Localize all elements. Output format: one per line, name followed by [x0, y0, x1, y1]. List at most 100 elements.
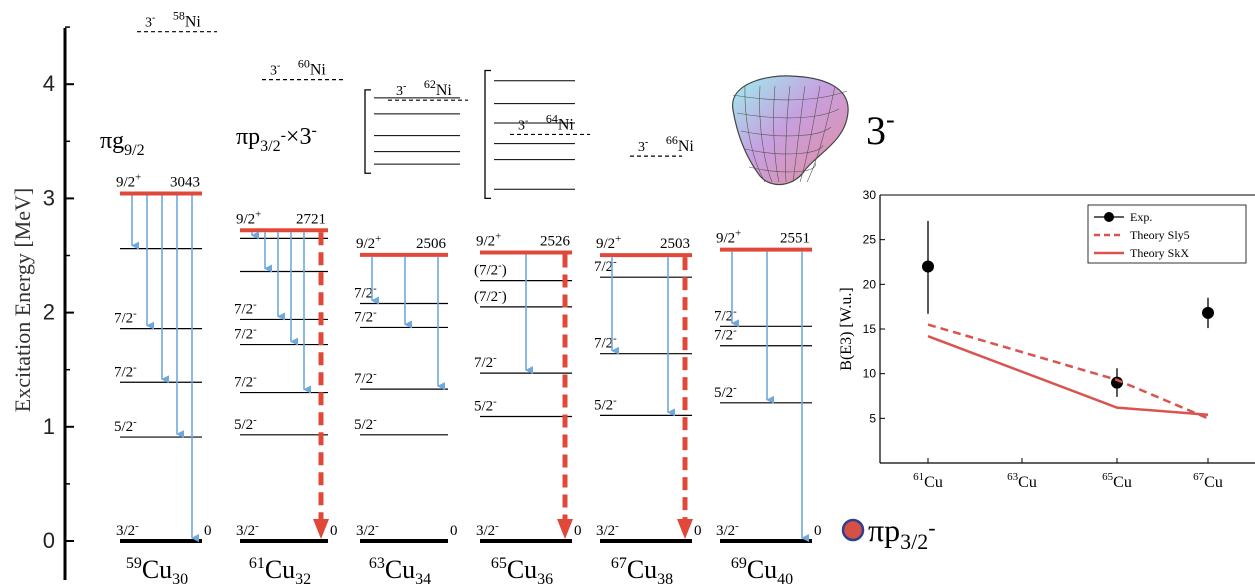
legend-label: Theory Sly5 [1130, 228, 1190, 242]
series-theory-skx [927, 334, 1209, 417]
mesh-line [736, 108, 840, 119]
inset-y-tick-label: 15 [863, 322, 877, 336]
exp-point-67Cu [1202, 306, 1214, 319]
level-spin: 7/2- [714, 325, 737, 344]
inset-y-tick-label: 30 [863, 188, 877, 202]
level-spin: 7/2- [234, 372, 257, 391]
g92-state-spin: 9/2+ [476, 231, 501, 250]
level-spin: 7/2- [714, 305, 737, 324]
mesh-line [744, 144, 824, 155]
level-spin: 7/2- [354, 368, 377, 387]
ground-state-energy: 0 [450, 523, 458, 539]
y-tick-label: 2 [43, 300, 55, 325]
multiplet-bracket-63Cu34 [364, 89, 460, 174]
e3-arrowhead [677, 519, 693, 539]
legend-swatch-marker [1104, 212, 1114, 222]
g92-state-spin: 9/2+ [116, 171, 141, 190]
ni-octupole-label: 3- 58Ni [145, 9, 201, 31]
y-tick-label: 1 [43, 414, 55, 439]
mesh-line [759, 85, 773, 183]
nucleus-label: 61Cu32 [249, 555, 311, 587]
nucleus-label: 67Cu38 [611, 555, 673, 587]
ni-octupole-label: 3- 66Ni [638, 133, 694, 155]
ni-octupole-label: 3- 62Ni [396, 77, 452, 99]
ground-state-energy: 0 [814, 523, 822, 539]
nucleus-69Cu40: 3/2- 0 7/2-7/2- 5/2- 9/2+ 2551 69Cu40 [714, 228, 822, 587]
level-spin: 7/2- [234, 324, 257, 343]
g92-state-energy: 2551 [780, 231, 810, 247]
g92-state-energy: 2721 [296, 211, 326, 227]
y-tick-label: 3 [43, 185, 55, 210]
bracket [364, 89, 371, 174]
octupole-shape-image [732, 75, 849, 186]
inset-y-axis-title: B(E3) [W.u.] [838, 287, 855, 370]
g92-state-spin: 9/2+ [716, 228, 741, 247]
mesh-line [773, 85, 780, 183]
mesh-line [785, 85, 791, 183]
g92-state-spin: 9/2+ [236, 208, 261, 227]
nucleus-label: 69Cu40 [731, 555, 793, 587]
g92-state-energy: 2503 [660, 236, 690, 252]
ground-state-spin: 3/2- [116, 520, 139, 539]
bracket [484, 69, 491, 200]
deformed-nucleus-body [732, 75, 849, 186]
legend-label: Theory SkX [1130, 246, 1189, 260]
multiplet-config-label: πp3/2-×3- [236, 122, 317, 155]
inset-y-tick-label: 10 [863, 367, 877, 381]
level-spin: 7/2- [594, 333, 617, 352]
level-spin: 5/2- [714, 382, 737, 401]
proton-orbital-marker [841, 518, 865, 542]
level-spin: 7/2- [594, 256, 617, 275]
exp-point-65Cu [1111, 376, 1123, 389]
level-spin: (7/2-) [474, 260, 507, 279]
g92-state-energy: 3043 [170, 174, 200, 190]
e3-arrowhead [557, 519, 573, 539]
g92-config-label: πg9/2 [100, 128, 145, 159]
inset-y-tick-label: 25 [863, 233, 877, 247]
ni-octupole-label: 3- 64Ni [518, 111, 574, 133]
multiplet-bracket-65Cu36 [484, 69, 575, 200]
ground-state-spin: 3/2- [476, 520, 499, 539]
level-spin: 5/2- [234, 414, 257, 433]
mesh-line [748, 162, 816, 173]
level-spin: 5/2- [354, 414, 377, 433]
inset-y-tick-label: 5 [869, 411, 876, 425]
e3-arrowhead [313, 519, 329, 539]
nucleus-label: 65Cu36 [491, 555, 553, 587]
level-spin: 5/2- [594, 394, 617, 413]
inset-x-tick-label: 67Cu [1193, 471, 1223, 491]
g92-state-spin: 9/2+ [356, 233, 381, 252]
level-spin: 7/2- [234, 298, 257, 317]
g92-state-energy: 2506 [416, 236, 447, 252]
ground-state-energy: 0 [204, 523, 212, 539]
inset-x-tick-label: 65Cu [1102, 471, 1132, 491]
inset-x-tick-label: 63Cu [1007, 471, 1037, 491]
ni-octupole-label: 3- 60Ni [270, 57, 326, 79]
y-axis-title: Excitation Energy [MeV] [10, 188, 35, 412]
level-spin: 7/2- [114, 308, 137, 327]
octupole-label: 3- [866, 105, 895, 153]
ground-state-spin: 3/2- [356, 520, 379, 539]
series-theory-sly5 [927, 323, 1209, 420]
inset-y-tick-label: 20 [863, 277, 877, 291]
level-spin: 7/2- [354, 282, 377, 301]
ground-state-energy: 0 [574, 523, 582, 539]
y-tick-label: 4 [43, 71, 55, 96]
level-spin: 7/2- [114, 361, 137, 380]
level-spin: 7/2- [474, 352, 497, 371]
level-spin: 5/2- [474, 396, 497, 415]
y-tick-label: 0 [43, 528, 55, 553]
mesh-line [799, 85, 821, 183]
nucleus-65Cu36: 3/2-0(7/2-)(7/2-)7/2-5/2-9/2+252665Cu363… [474, 111, 590, 587]
inset-x-tick-label: 61Cu [913, 471, 943, 491]
g92-state-energy: 2526 [540, 234, 571, 250]
ground-state-spin: 3/2- [716, 520, 739, 539]
ground-state-energy: 0 [694, 523, 702, 539]
